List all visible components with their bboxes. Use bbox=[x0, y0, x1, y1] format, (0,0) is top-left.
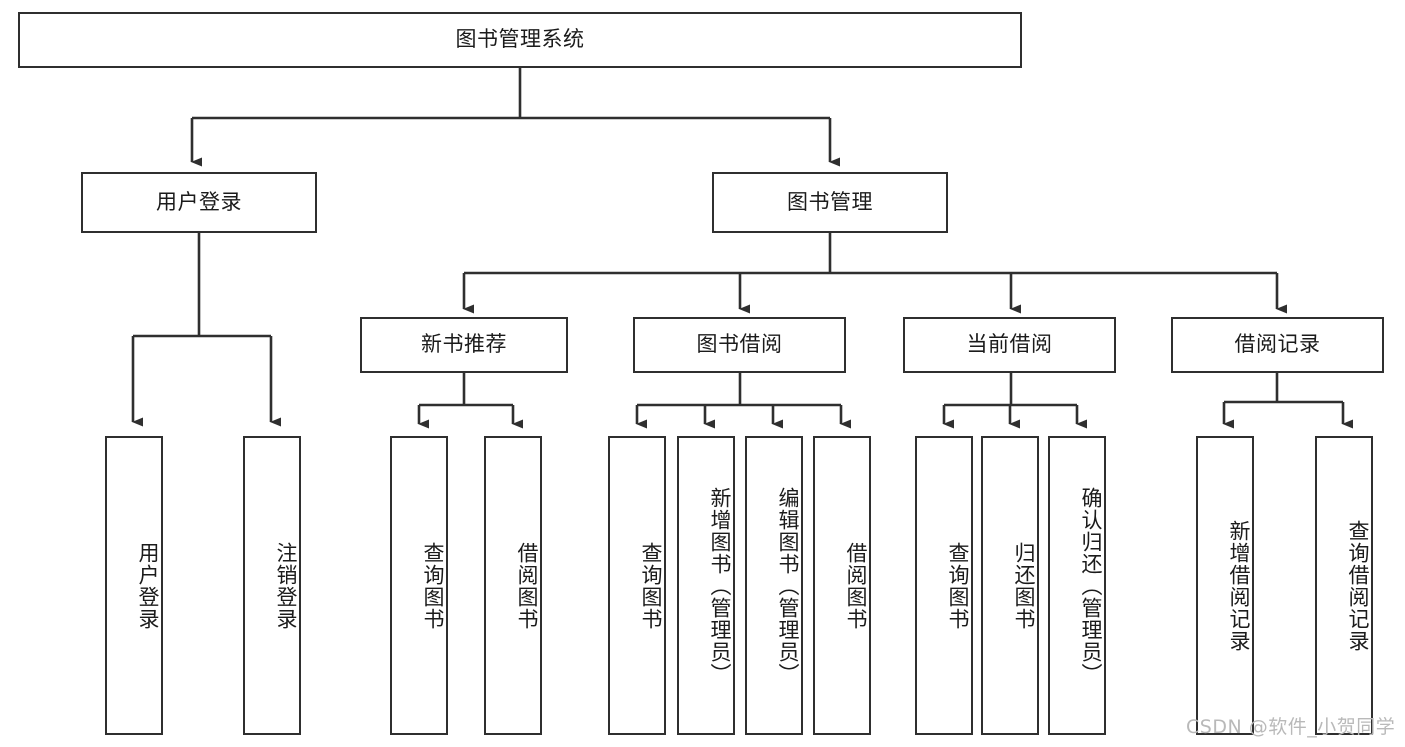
node-leaf-query-book-2[interactable]: 查询图书 bbox=[608, 436, 666, 735]
node-leaf-user-logout-label: 注销登录 bbox=[274, 541, 298, 630]
node-book-manage-label: 图书管理 bbox=[787, 189, 873, 214]
node-leaf-borrow-book-1-label: 借阅图书 bbox=[515, 541, 539, 630]
csdn-watermark: CSDN @软件_小贺同学 bbox=[1186, 716, 1396, 738]
node-borrow-record-label: 借阅记录 bbox=[1234, 332, 1321, 357]
node-leaf-query-record[interactable]: 查询借阅记录 bbox=[1315, 436, 1373, 735]
node-current-borrow-label: 当前借阅 bbox=[966, 332, 1053, 357]
node-borrow-record[interactable]: 借阅记录 bbox=[1171, 317, 1384, 373]
node-leaf-confirm-return-label: 确认归还（管理员） bbox=[1079, 486, 1103, 685]
node-leaf-query-book-3[interactable]: 查询图书 bbox=[915, 436, 973, 735]
node-leaf-user-login-label: 用户登录 bbox=[136, 541, 160, 630]
node-leaf-borrow-book-1[interactable]: 借阅图书 bbox=[484, 436, 542, 735]
node-root[interactable]: 图书管理系统 bbox=[18, 12, 1022, 68]
node-leaf-add-record-label: 新增借阅记录 bbox=[1227, 519, 1251, 652]
node-user-login[interactable]: 用户登录 bbox=[81, 172, 317, 233]
node-leaf-add-book[interactable]: 新增图书（管理员） bbox=[677, 436, 735, 735]
node-book-borrow[interactable]: 图书借阅 bbox=[633, 317, 846, 373]
node-leaf-edit-book[interactable]: 编辑图书（管理员） bbox=[745, 436, 803, 735]
node-leaf-borrow-book-2[interactable]: 借阅图书 bbox=[813, 436, 871, 735]
node-leaf-confirm-return[interactable]: 确认归还（管理员） bbox=[1048, 436, 1106, 735]
node-root-label: 图书管理系统 bbox=[455, 27, 585, 52]
node-leaf-return-book[interactable]: 归还图书 bbox=[981, 436, 1039, 735]
node-leaf-query-book-1-label: 查询图书 bbox=[421, 541, 445, 630]
node-leaf-query-book-2-label: 查询图书 bbox=[639, 541, 663, 630]
node-leaf-user-logout[interactable]: 注销登录 bbox=[243, 436, 301, 735]
node-current-borrow[interactable]: 当前借阅 bbox=[903, 317, 1116, 373]
node-book-manage[interactable]: 图书管理 bbox=[712, 172, 948, 233]
node-leaf-return-book-label: 归还图书 bbox=[1012, 541, 1036, 630]
node-leaf-borrow-book-2-label: 借阅图书 bbox=[844, 541, 868, 630]
node-user-login-label: 用户登录 bbox=[156, 189, 242, 214]
node-new-book-recommend[interactable]: 新书推荐 bbox=[360, 317, 568, 373]
node-leaf-add-book-label: 新增图书（管理员） bbox=[708, 486, 732, 685]
node-leaf-query-record-label: 查询借阅记录 bbox=[1346, 519, 1370, 652]
node-leaf-add-record[interactable]: 新增借阅记录 bbox=[1196, 436, 1254, 735]
node-leaf-edit-book-label: 编辑图书（管理员） bbox=[776, 486, 800, 685]
node-book-borrow-label: 图书借阅 bbox=[696, 332, 783, 357]
node-new-book-recommend-label: 新书推荐 bbox=[421, 332, 507, 357]
node-leaf-user-login[interactable]: 用户登录 bbox=[105, 436, 163, 735]
node-leaf-query-book-1[interactable]: 查询图书 bbox=[390, 436, 448, 735]
node-leaf-query-book-3-label: 查询图书 bbox=[946, 541, 970, 630]
